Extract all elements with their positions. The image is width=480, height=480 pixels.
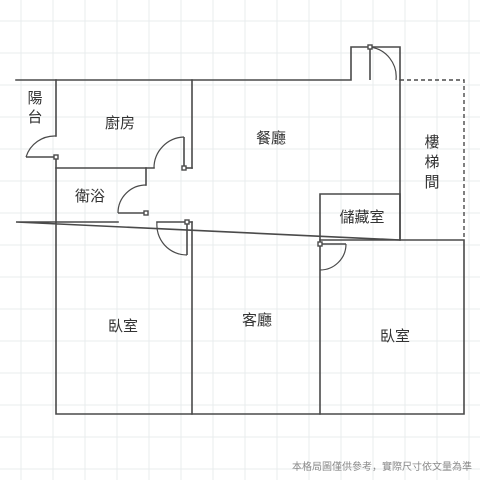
door-bathroom[interactable] bbox=[117, 184, 149, 216]
room-label-stair-3: 間 bbox=[424, 173, 439, 191]
door-bedroom-left[interactable] bbox=[156, 219, 190, 256]
room-label-bedroom-right: 臥室 bbox=[380, 327, 410, 345]
room-label-bedroom-left: 臥室 bbox=[108, 317, 138, 335]
room-label-stair-1: 樓 bbox=[424, 133, 439, 151]
room-label-dining: 餐廳 bbox=[256, 129, 286, 147]
stair-dashed-boundary bbox=[400, 79, 465, 240]
storage-walls bbox=[319, 193, 401, 241]
disclaimer-note: 本格局圖僅供參考，實際尺寸依文量為準 bbox=[292, 460, 472, 473]
room-label-storage: 儲藏室 bbox=[339, 208, 384, 226]
door-balcony[interactable] bbox=[25, 135, 59, 160]
door-entrance[interactable] bbox=[367, 44, 397, 81]
room-label-kitchen: 廚房 bbox=[105, 114, 135, 132]
door-bedroom-right[interactable] bbox=[317, 241, 347, 271]
room-label-balcony-2: 台 bbox=[27, 108, 42, 126]
doors bbox=[25, 44, 397, 271]
outer-wall bbox=[15, 46, 465, 415]
room-label-stair-2: 梯 bbox=[424, 153, 439, 171]
room-label-bathroom: 衛浴 bbox=[75, 187, 105, 205]
room-label-balcony-1: 陽 bbox=[27, 89, 42, 107]
room-label-living: 客廳 bbox=[242, 311, 272, 329]
door-kitchen[interactable] bbox=[153, 136, 187, 171]
walls bbox=[15, 46, 465, 415]
room-labels: 陽 台 廚房 餐廳 樓 梯 間 衛浴 儲藏室 臥室 客廳 臥室 bbox=[27, 89, 439, 345]
